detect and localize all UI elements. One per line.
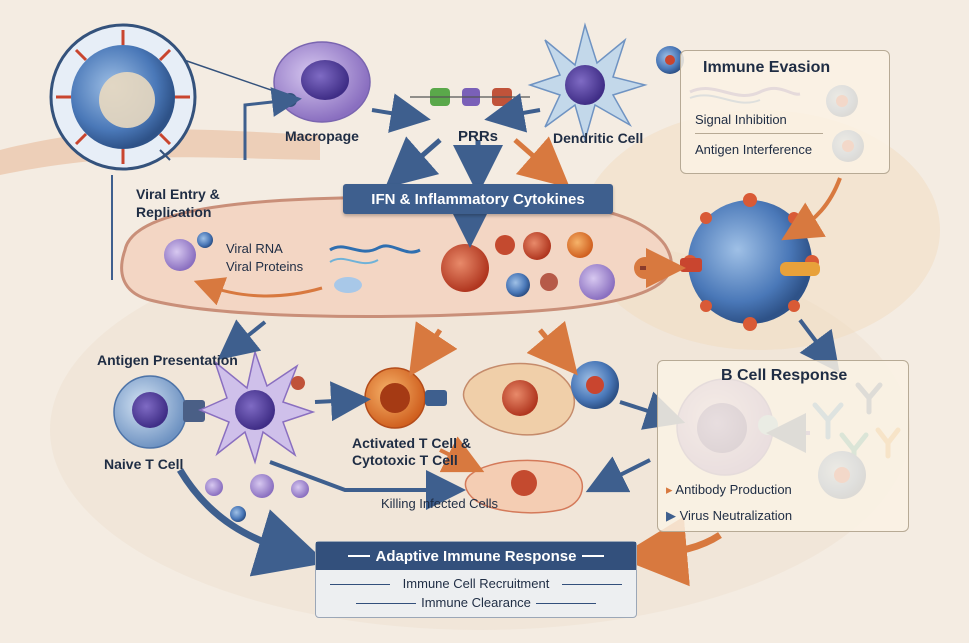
adaptive-divider	[330, 584, 390, 585]
b-cell-response-panel: B Cell Response ▸ Antibody Production ▶ …	[657, 360, 909, 532]
b-cell-item: ▸ Antibody Production	[666, 482, 792, 498]
triangle-bullet-icon: ▸	[666, 482, 676, 497]
evasion-item: Antigen Interference	[695, 142, 813, 157]
activated-t-cell-label-1: Activated T Cell &	[352, 435, 472, 451]
adaptive-divider	[536, 603, 596, 604]
antigen-presentation-label: Antigen Presentation	[97, 352, 238, 368]
ifn-cytokines-banner: IFN & Inflammatory Cytokines	[343, 184, 613, 214]
adaptive-immune-response-box: Adaptive Immune Response Immune Cell Rec…	[315, 541, 637, 618]
immune-evasion-panel: Immune Evasion Signal Inhibition Antigen…	[680, 50, 890, 174]
adaptive-divider	[562, 584, 622, 585]
evasion-item: Signal Inhibition	[695, 112, 787, 127]
b-cell-item-label: Antibody Production	[675, 482, 792, 497]
adaptive-item: Immune Cell Recruitment	[402, 576, 550, 591]
b-cell-response-title: B Cell Response	[721, 367, 848, 384]
triangle-bullet-icon: ▶	[666, 508, 680, 523]
adaptive-title-text: Adaptive Immune Response	[375, 547, 577, 565]
viral-entry-label-2: Replication	[136, 204, 212, 220]
evasion-divider	[695, 133, 823, 134]
adaptive-divider	[356, 603, 416, 604]
adaptive-item: Immune Clearance	[421, 595, 531, 610]
prrs-label: PRRs	[458, 128, 499, 145]
viral-entry-label-1: Viral Entry &	[136, 186, 220, 202]
activated-t-cell-label-2: Cytotoxic T Cell	[352, 452, 458, 468]
naive-t-cell-label: Naive T Cell	[104, 456, 184, 472]
killing-infected-cells-label: Killing Infected Cells	[381, 496, 499, 511]
macrophage-label: Macropage	[285, 128, 359, 144]
b-cell-item: ▶ Virus Neutralization	[666, 508, 793, 524]
b-cell-item-label: Virus Neutralization	[679, 508, 793, 523]
viral-proteins-label: Viral Proteins	[226, 259, 304, 274]
adaptive-immune-response-title: Adaptive Immune Response	[316, 542, 636, 570]
viral-rna-label: Viral RNA	[226, 241, 283, 256]
immune-evasion-title: Immune Evasion	[703, 59, 831, 76]
dendritic-cell-label: Dendritic Cell	[553, 130, 644, 146]
